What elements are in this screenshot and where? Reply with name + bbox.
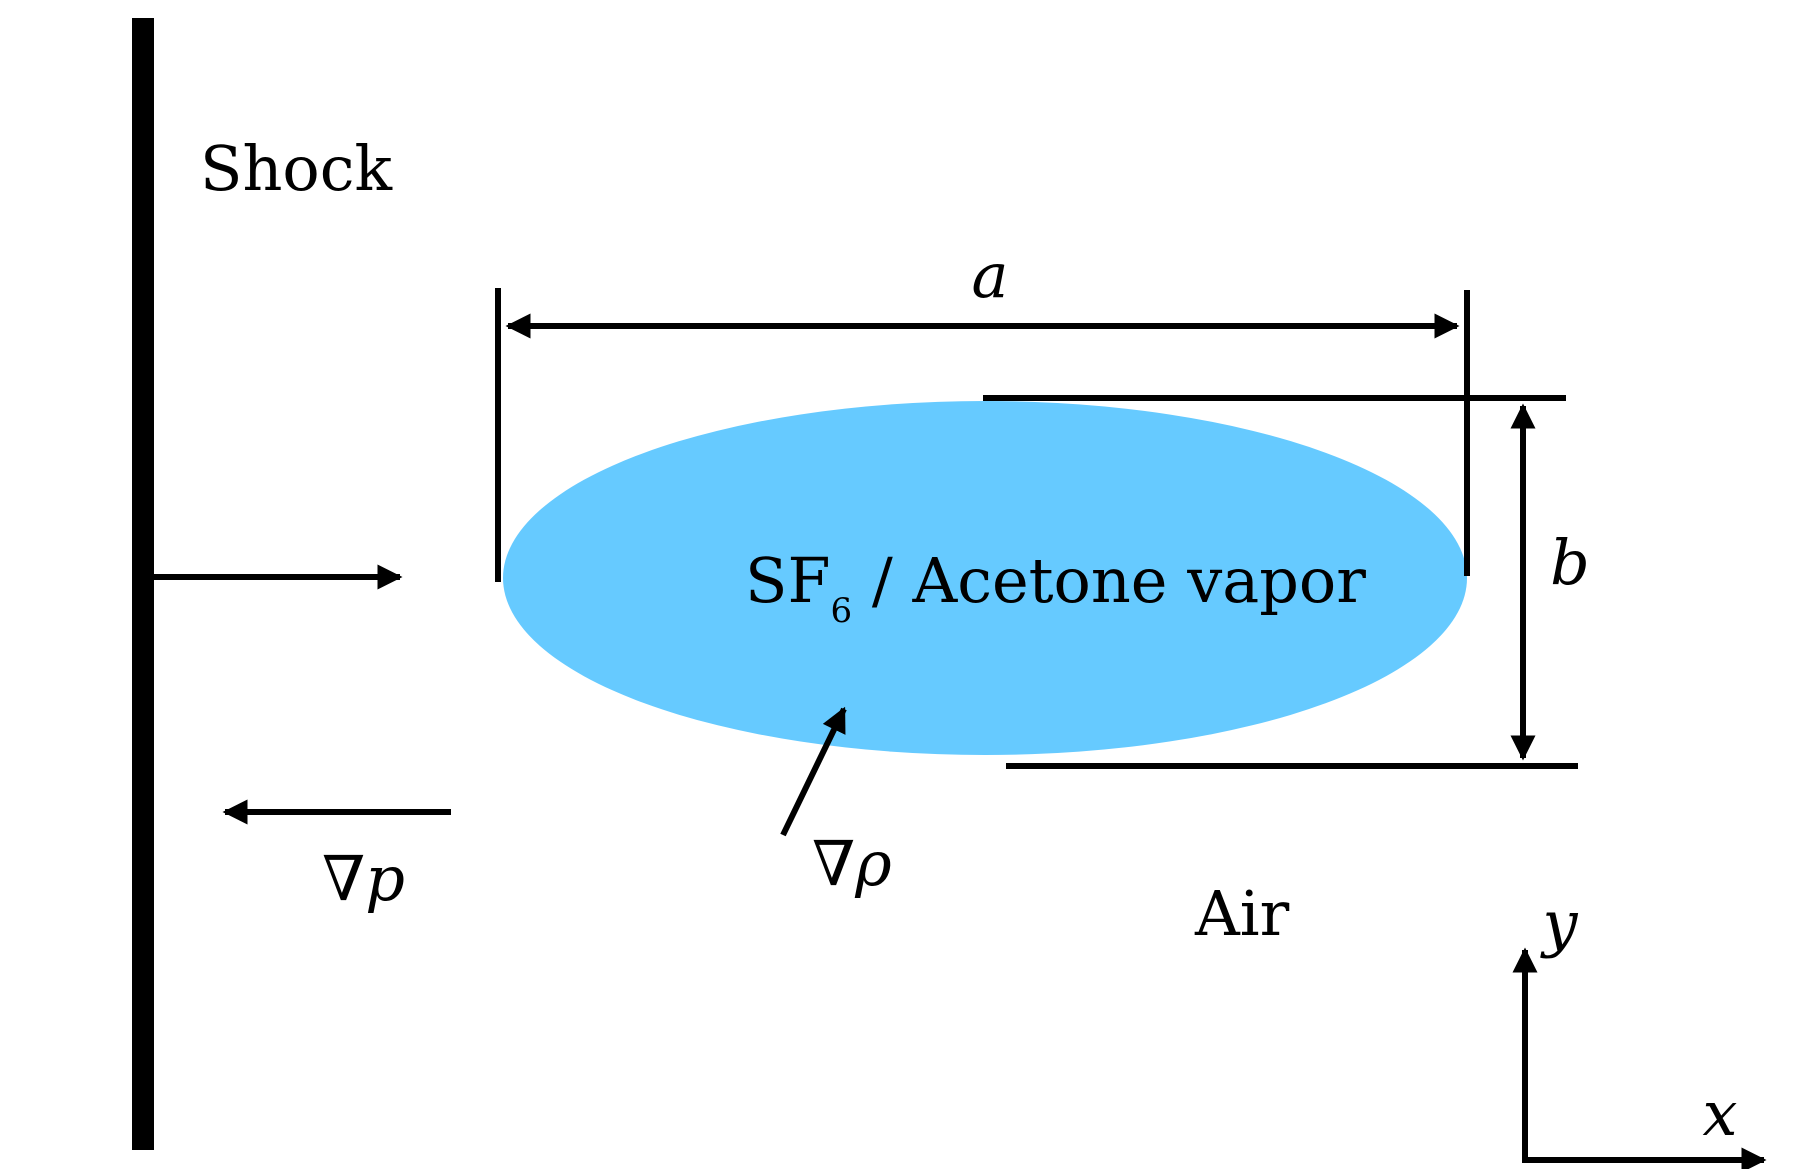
pressure-gradient-label: ∇p (322, 842, 405, 915)
gas-formula-main: SF (745, 544, 831, 617)
gas-label: SF6 / Acetone vapor (745, 544, 1366, 631)
density-variable: ρ (854, 827, 891, 900)
gas-bubble-ellipse (503, 401, 1467, 755)
dimension-a-label: a (972, 239, 1009, 312)
shock-label: Shock (200, 132, 392, 205)
gas-formula-subscript: 6 (831, 591, 853, 631)
density-gradient-arrow (780, 706, 847, 837)
x-axis-label: x (1703, 1077, 1738, 1150)
pressure-variable: p (365, 842, 405, 915)
y-axis-label: y (1539, 887, 1578, 960)
gas-formula-rest: / Acetone vapor (852, 544, 1366, 617)
nabla-symbol-p: ∇ (322, 842, 365, 915)
density-gradient-label: ∇ρ (812, 827, 892, 900)
air-label: Air (1194, 877, 1290, 950)
dimension-b-label: b (1550, 526, 1590, 599)
nabla-symbol-rho: ∇ (812, 827, 855, 900)
